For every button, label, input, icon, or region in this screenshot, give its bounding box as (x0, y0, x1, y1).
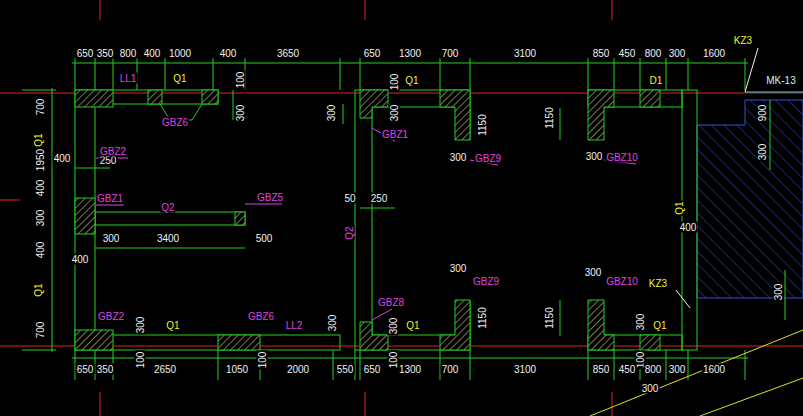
element-tag: Q1 (165, 320, 180, 331)
element-tag: Q1 (33, 282, 44, 297)
dimension-text: 300 (584, 267, 603, 278)
dimension-text: 100 (235, 71, 246, 90)
element-tag: D1 (649, 75, 664, 86)
dimension-text: 300 (388, 317, 399, 336)
dimension-text: 3100 (513, 48, 537, 59)
dimension-text: 1150 (477, 306, 488, 330)
dimension-text: 250 (370, 193, 389, 204)
dimension-text: 100 (257, 351, 268, 370)
dimension-text: 550 (336, 364, 355, 375)
element-tag: GBZ9 (472, 276, 500, 287)
element-tag: Q1 (33, 132, 44, 147)
element-tag: KZ3 (648, 278, 668, 289)
dimension-text: 450 (618, 364, 637, 375)
dimension-text: 300 (449, 152, 468, 163)
element-tag: GBZ8 (377, 297, 405, 308)
dimension-text: 300 (449, 263, 468, 274)
element-tag: GBZ5 (256, 192, 284, 203)
dimension-text: 300 (135, 316, 146, 335)
dimension-text: 1150 (544, 306, 555, 330)
element-tag: Q1 (652, 320, 667, 331)
dimension-text: 1150 (544, 106, 555, 130)
dimension-text: 3400 (156, 233, 180, 244)
element-tag: LL2 (285, 320, 304, 331)
dimension-text: 100 (389, 73, 400, 92)
dimension-text: 500 (255, 233, 274, 244)
dimension-text: 450 (618, 48, 637, 59)
dimension-text: 100 (135, 351, 146, 370)
dimension-text: 700 (441, 364, 460, 375)
dimension-text: 300 (641, 383, 660, 394)
dimension-text: 350 (96, 364, 115, 375)
element-tag: MK-13 (765, 75, 796, 86)
dimension-text: 650 (76, 364, 95, 375)
dimension-text: 3100 (513, 364, 537, 375)
element-tag: Q1 (674, 200, 685, 215)
dimension-text: 400 (35, 241, 46, 260)
dimension-text: 650 (76, 48, 95, 59)
dimension-text: 1050 (225, 364, 249, 375)
dimension-text: 850 (592, 364, 611, 375)
dimension-text: 650 (363, 364, 382, 375)
dimension-text: 1000 (168, 48, 192, 59)
dimension-text: 300 (635, 313, 646, 332)
element-tag: Q2 (344, 225, 355, 240)
element-tag: KZ3 (733, 35, 753, 46)
dimension-text: 300 (757, 143, 768, 162)
element-tag: GBZ9 (474, 153, 502, 164)
dimension-text: 2650 (153, 364, 177, 375)
dimension-text: 300 (585, 151, 604, 162)
element-tag: GBZ2 (97, 311, 125, 322)
dimension-text: 400 (219, 48, 238, 59)
dimension-text: 850 (592, 48, 611, 59)
element-tag: GBZ1 (381, 129, 409, 140)
element-tag: GBZ10 (605, 152, 639, 163)
element-tag: Q1 (404, 75, 419, 86)
dimension-text: 3650 (276, 48, 300, 59)
dimension-text: 300 (35, 209, 46, 228)
dimension-text: 650 (363, 48, 382, 59)
dimension-text: 300 (326, 104, 337, 123)
dimension-text: 350 (96, 48, 115, 59)
dimension-text: 800 (644, 48, 663, 59)
dimension-text: 1300 (398, 48, 422, 59)
dimension-text: 1600 (702, 48, 726, 59)
element-tag: GBZ10 (605, 276, 639, 287)
element-tag: GBZ2 (99, 146, 127, 157)
dimension-text: 1600 (702, 364, 726, 375)
element-tag: LL1 (119, 73, 138, 84)
dimension-text: 700 (35, 321, 46, 340)
dimension-text: 700 (35, 98, 46, 117)
dimension-text: 300 (235, 104, 246, 123)
dimension-text: 400 (143, 48, 162, 59)
dimension-text: 300 (327, 314, 338, 333)
dimension-text: 100 (388, 351, 399, 370)
dimension-text: 400 (71, 254, 90, 265)
dimension-text: 400 (35, 179, 46, 198)
dimension-text: 300 (668, 364, 687, 375)
dimension-text: 400 (53, 153, 72, 164)
dimension-text: 900 (757, 104, 768, 123)
dimension-text: 300 (668, 48, 687, 59)
dimension-text: 2000 (286, 364, 310, 375)
element-tag: Q2 (160, 202, 175, 213)
element-tag: GBZ6 (161, 117, 189, 128)
dimension-text: 300 (102, 233, 121, 244)
element-tag: GBZ1 (96, 193, 124, 204)
dimension-text: 800 (119, 48, 138, 59)
dimension-text: 300 (773, 283, 784, 302)
dimension-text: 1300 (398, 364, 422, 375)
dimension-text: 700 (441, 48, 460, 59)
dimension-text: 1950 (35, 148, 46, 172)
dimension-text: 800 (644, 364, 663, 375)
dimension-text: 400 (679, 222, 698, 233)
element-tag: Q1 (172, 73, 187, 84)
element-tag: Q1 (405, 320, 420, 331)
element-tag: GBZ6 (247, 311, 275, 322)
dimension-text: 300 (389, 104, 400, 123)
dimension-text: 50 (343, 193, 356, 204)
dimension-text: 1150 (477, 113, 488, 137)
